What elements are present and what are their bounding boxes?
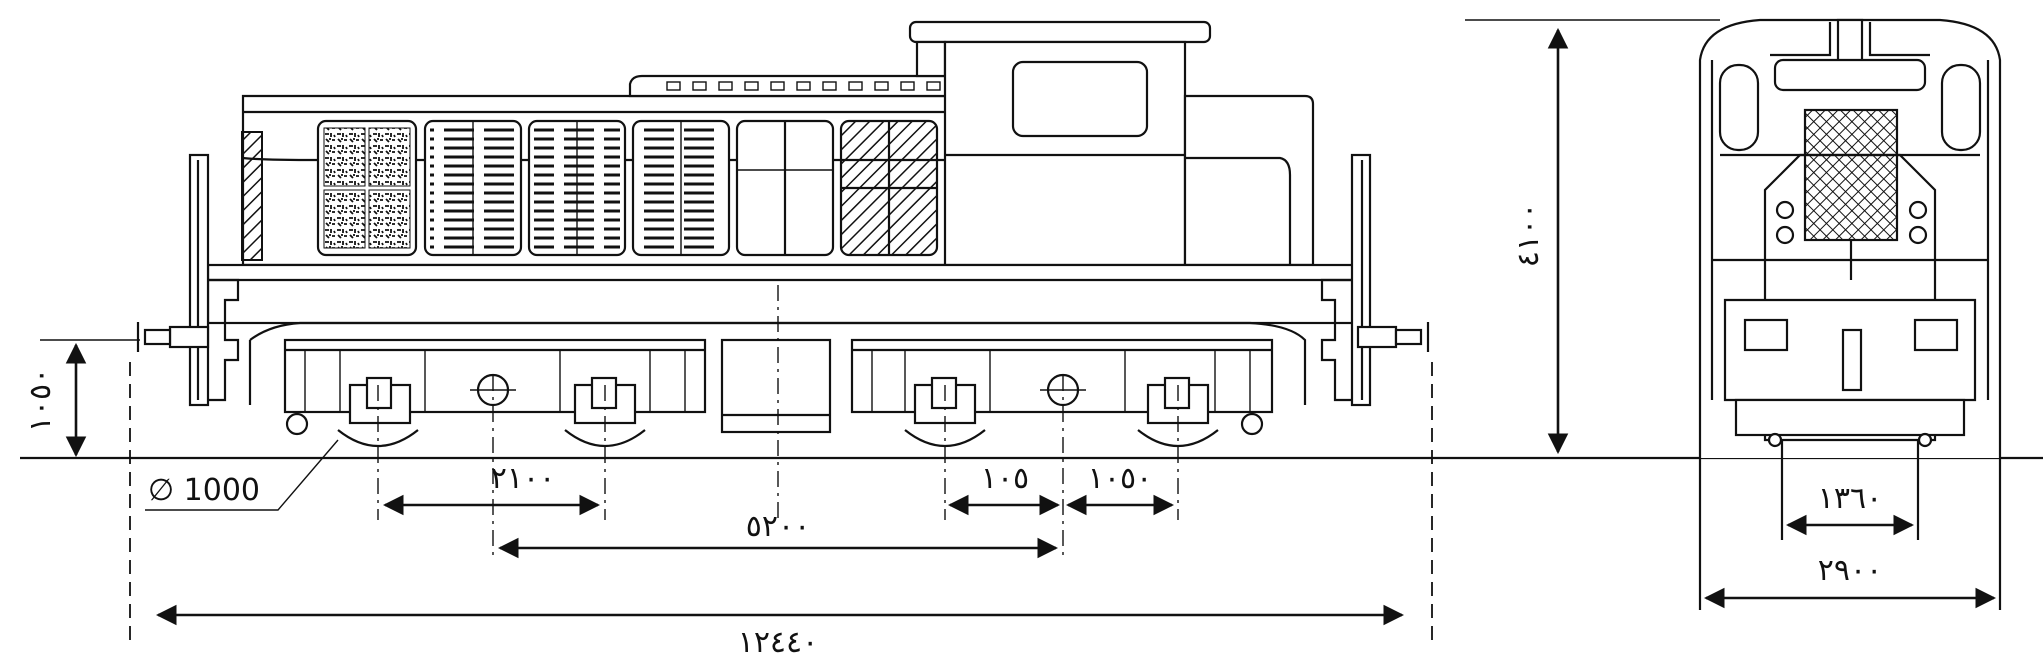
headlights (1775, 200, 1928, 245)
side-view (129, 20, 1433, 645)
bogie-wheelbase-label: ٢١٠٠ (491, 461, 555, 496)
side-dimensions: ١٠٥٠ ∅ 1000 ٢١٠٠ ١٠٥ ١٠٥٠ ٥٢٠٠ ١٢٤٤٠ (23, 339, 1405, 660)
bogie-centres-label: ٥٢٠٠ (746, 509, 810, 544)
cab-window (1011, 60, 1149, 138)
hood-panels (316, 119, 939, 257)
frame (206, 263, 1360, 325)
roof-vents (666, 81, 941, 91)
gauge-label: ١٣٦٠ (1818, 481, 1882, 516)
buffer-right (1356, 322, 1430, 352)
axle-offset-b-label: ١٠٥٠ (1088, 461, 1152, 496)
fuel-tank (720, 338, 832, 434)
axle-offset-a-label: ١٠٥ (981, 461, 1029, 496)
front-hatched-plate (241, 131, 263, 261)
buffer-height-label: ١٠٥٠ (23, 368, 58, 432)
bogie-right (850, 338, 1274, 448)
short-hood (1183, 94, 1315, 267)
length-label: ١٢٤٤٠ (738, 625, 819, 660)
end-dimensions: ٤١٠٠ ١٣٦٠ ٢٩٠٠ (1511, 27, 1997, 609)
cab (908, 20, 1212, 267)
end-steps-left (188, 153, 240, 407)
wheel-diameter-label: ∅ 1000 (148, 473, 260, 508)
buffer-left (136, 322, 210, 352)
bogie-left (283, 338, 707, 448)
radiator-grille (1803, 108, 1899, 242)
end-view (1465, 18, 2002, 610)
end-steps-right (1320, 153, 1372, 407)
height-label: ٤١٠٠ (1511, 203, 1546, 267)
width-label: ٢٩٠٠ (1818, 553, 1882, 588)
